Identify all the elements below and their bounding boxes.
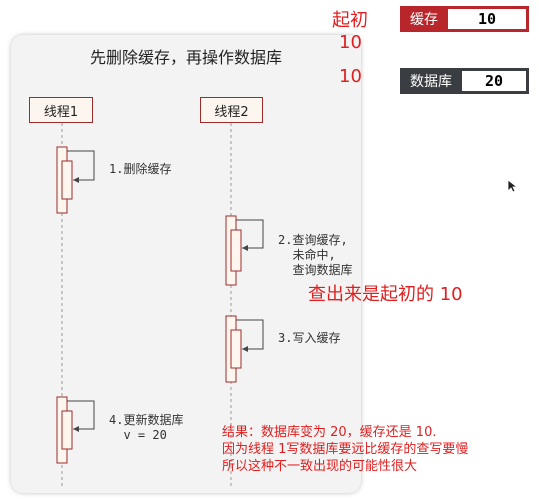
- step-3-label: 3.写入缓存: [278, 331, 341, 345]
- query-note: 查出来是起初的 10: [308, 284, 463, 305]
- db-store-value: 20: [462, 71, 526, 91]
- initial-label: 起初: [332, 10, 368, 31]
- cache-store-value: 10: [448, 9, 526, 29]
- cache-store-label: 缓存: [410, 12, 438, 28]
- mouse-cursor-icon: [507, 179, 519, 193]
- cache-store-box: 缓存 10: [400, 6, 529, 32]
- diagram-title: 先删除缓存，再操作数据库: [89, 48, 282, 67]
- activation-step-3: [225, 315, 264, 383]
- step-4-label: 4.更新数据库 v = 20: [109, 413, 184, 442]
- activation-step-4: [56, 396, 95, 464]
- step-2-label: 2.查询缓存, 未命中, 查询数据库: [278, 233, 353, 277]
- result-note: 结果：数据库变为 20，缓存还是 10. 因为线程 1写数据库要远比缓存的查写要…: [222, 425, 469, 474]
- activation-step-1: [56, 146, 95, 214]
- participant-thread-1: 线程1: [29, 97, 93, 123]
- activation-step-2: [225, 215, 264, 286]
- db-store-box: 数据库 20: [400, 68, 529, 94]
- db-store-label: 数据库: [410, 74, 452, 90]
- participant-thread-2: 线程2: [200, 97, 263, 123]
- initial-db-value: 10: [339, 66, 362, 87]
- initial-cache-value: 10: [339, 32, 362, 53]
- step-1-label: 1.删除缓存: [109, 162, 172, 176]
